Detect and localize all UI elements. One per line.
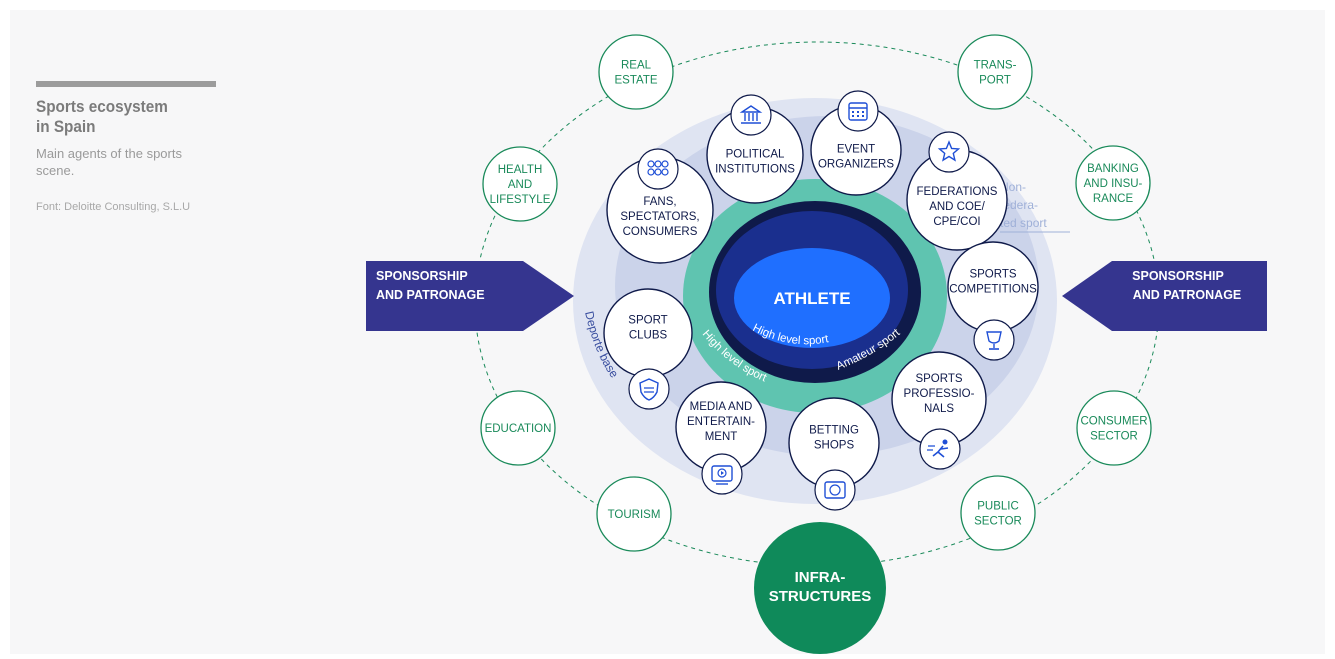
node-label-line: ORGANIZERS — [818, 159, 894, 171]
node-label-line: MENT — [705, 431, 738, 443]
node-label-line: AND COE/ — [929, 201, 985, 213]
node-label-line: SECTOR — [974, 516, 1022, 528]
node-label-line: ENTERTAIN- — [687, 416, 755, 428]
node-label-line: PORT — [979, 75, 1011, 87]
banking-insurance-node: BANKING AND INSU- RANCE — [1075, 145, 1151, 221]
node-label-line: PROFESSIO- — [904, 388, 975, 400]
transport-node: TRANS- PORT — [957, 34, 1033, 110]
institution-icon — [730, 94, 772, 136]
node-label-line: SHOPS — [814, 440, 855, 452]
athlete-label: ATHLETE — [773, 289, 850, 308]
sports-competitions-node: SPORTS COMPETITIONS — [947, 241, 1039, 361]
consumer-sector-circle — [1076, 390, 1152, 466]
public-sector-circle — [960, 475, 1036, 551]
real-estate-circle — [598, 34, 674, 110]
node-label-line: SPORTS — [915, 373, 962, 385]
node-label-line: ESTATE — [614, 75, 657, 87]
node-label-line: INSTITUTIONS — [715, 164, 795, 176]
shield-icon — [628, 368, 670, 410]
media-node: MEDIA AND ENTERTAIN- MENT — [675, 381, 767, 495]
node-label-line: CLUBS — [629, 330, 668, 342]
svg-text:SPONSORSHIP: SPONSORSHIP — [376, 269, 468, 283]
node-label-line: NALS — [924, 403, 954, 415]
node-label-line: BANKING — [1087, 163, 1139, 175]
node-label-line: CONSUMER — [1080, 416, 1147, 428]
real-estate-node: REAL ESTATE — [598, 34, 674, 110]
node-label-line: FEDERATIONS — [917, 186, 998, 198]
page-subtitle: Main agents of the sports scene. — [36, 146, 182, 178]
consumer-sector-node: CONSUMER SECTOR — [1076, 390, 1152, 466]
betting-shops-node: BETTING SHOPS — [788, 397, 880, 511]
svg-text:INFRA-: INFRA- — [795, 569, 846, 586]
node-label-line: RANCE — [1093, 193, 1134, 205]
crowd-icon — [637, 148, 679, 190]
node-label-line: BETTING — [809, 425, 859, 437]
star-icon — [928, 131, 970, 173]
node-label-line: AND — [508, 179, 532, 191]
tourism-circle — [596, 476, 672, 552]
node-label-line: SPORT — [628, 315, 667, 327]
title-rule — [36, 81, 216, 87]
sidebar: Sports ecosystem in Spain Main agents of… — [36, 81, 216, 215]
event-organizers-node: EVENT ORGANIZERS — [810, 90, 902, 196]
media-player-icon — [701, 453, 743, 495]
education-circle — [480, 390, 556, 466]
node-label-line: SPORTS — [969, 269, 1016, 281]
education-node: EDUCATION — [480, 390, 556, 466]
calendar-icon — [837, 90, 879, 132]
transport-circle — [957, 34, 1033, 110]
node-label-line: TRANS- — [974, 60, 1017, 72]
node-label-line: EVENT — [837, 144, 875, 156]
node-label-line: CONSUMERS — [623, 226, 698, 238]
sports-professionals-node: SPORTS PROFESSIO- NALS — [891, 351, 987, 470]
sponsorship-left-arrow: SPONSORSHIP AND PATRONAGE — [366, 261, 574, 331]
node-label-line: LIFESTYLE — [490, 194, 551, 206]
svg-text:AND PATRONAGE: AND PATRONAGE — [376, 288, 485, 302]
node-label-line: EDUCATION — [485, 423, 552, 435]
node-label-line: TOURISM — [608, 509, 661, 521]
source-note: Font: Deloitte Consulting, S.L.U — [36, 201, 191, 213]
non-federated-label: Non- federa- ted sport — [1000, 180, 1070, 233]
node-label-line: REAL — [621, 60, 652, 72]
svg-text:STRUCTURES: STRUCTURES — [769, 588, 872, 605]
node-label-line: COMPETITIONS — [949, 284, 1037, 296]
health-lifestyle-circle — [482, 146, 558, 222]
node-label-line: SECTOR — [1090, 431, 1138, 443]
svg-text:federa-: federa- — [1000, 198, 1038, 212]
fans-node: FANS, SPECTATORS, CONSUMERS — [606, 148, 714, 264]
infrastructures-node: INFRA- STRUCTURES — [754, 522, 886, 654]
node-label-line: MEDIA AND — [690, 401, 753, 413]
public-sector-node: PUBLIC SECTOR — [960, 475, 1036, 551]
federations-node: FEDERATIONS AND COE/CPE/COI — [906, 131, 1008, 251]
political-institutions-node: POLITICAL INSTITUTIONS — [706, 94, 804, 204]
tourism-node: TOURISM — [596, 476, 672, 552]
node-label-line: SPECTATORS, — [620, 211, 699, 223]
betting-icon — [814, 469, 856, 511]
athlete-core — [734, 248, 890, 348]
svg-text:SPONSORSHIP: SPONSORSHIP — [1132, 269, 1224, 283]
node-label-line: PUBLIC — [977, 501, 1019, 513]
banking-insurance-circle — [1075, 145, 1151, 221]
node-label-line: CPE/COI — [933, 216, 980, 228]
page-title: Sports ecosystem in Spain — [36, 97, 168, 136]
trophy-icon — [973, 319, 1015, 361]
node-label-line: FANS, — [643, 196, 676, 208]
node-label-line: AND INSU- — [1084, 178, 1143, 190]
sport-clubs-node: SPORT CLUBS — [603, 288, 693, 410]
runner-icon — [919, 428, 961, 470]
node-label-line: POLITICAL — [726, 149, 785, 161]
sponsorship-right-arrow: SPONSORSHIP AND PATRONAGE — [1062, 261, 1267, 331]
svg-text:AND PATRONAGE: AND PATRONAGE — [1133, 288, 1242, 302]
node-label-line: HEALTH — [498, 164, 543, 176]
svg-text:ted sport: ted sport — [1000, 216, 1047, 230]
health-lifestyle-node: HEALTH AND LIFESTYLE — [482, 146, 558, 222]
